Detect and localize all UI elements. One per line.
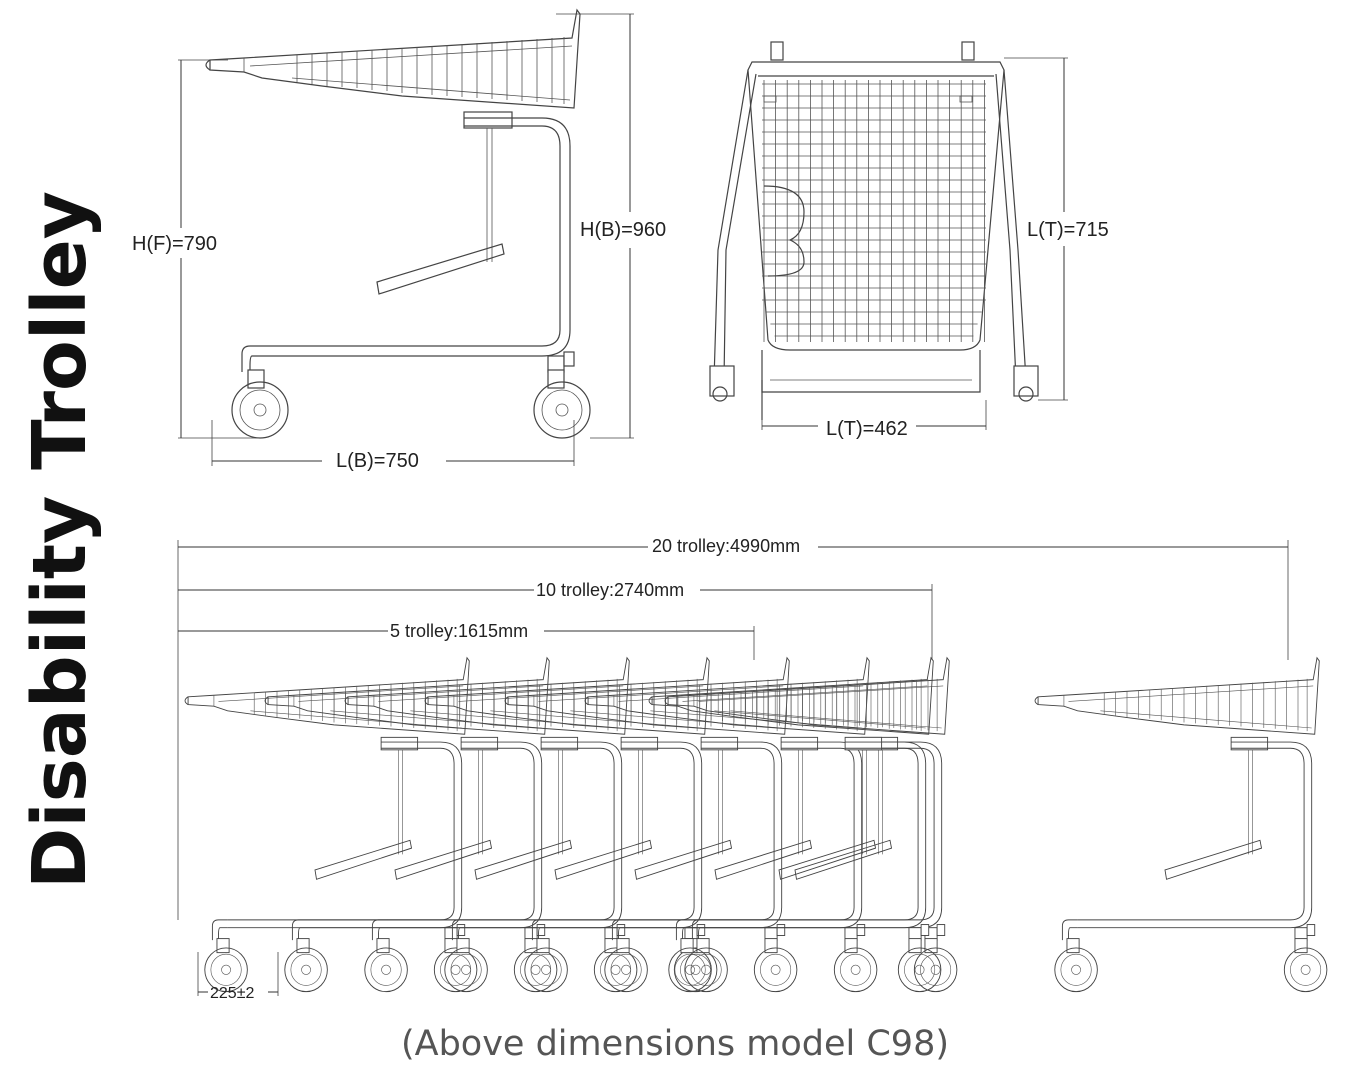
label-stack-5: 5 trolley:1615mm — [390, 621, 528, 641]
label-stack-10: 10 trolley:2740mm — [536, 580, 684, 600]
label-length-base: L(B)=750 — [336, 450, 419, 472]
label-length-top-height: L(T)=715 — [1027, 219, 1109, 241]
dimension-height-back: H(B)=960 — [556, 13, 666, 439]
side-view-trolley — [205, 9, 591, 439]
dimension-length-top-width: L(T)=462 — [761, 400, 987, 440]
stacked-trolley-6 — [584, 657, 878, 993]
front-view-trolley — [709, 41, 1039, 420]
stacked-trolley-1 — [184, 657, 478, 993]
stacked-trolley-3 — [344, 657, 638, 993]
stacked-trolley-4 — [424, 657, 718, 993]
single-trolley-right — [1034, 657, 1328, 993]
label-wheel-spacing: 225±2 — [210, 985, 254, 1002]
dimension-stack-10: 10 trolley:2740mm — [178, 580, 933, 660]
dimension-length-top-height: L(T)=715 — [1004, 57, 1109, 401]
label-length-top-width: L(T)=462 — [826, 418, 908, 440]
stacked-trolley-5 — [504, 657, 798, 993]
dimension-length-base: L(B)=750 — [211, 420, 575, 472]
caption: (Above dimensions model C98) — [400, 1024, 949, 1064]
label-stack-20: 20 trolley:4990mm — [652, 536, 800, 556]
stacked-trolleys — [184, 657, 958, 993]
dimension-stack-20: 20 trolley:4990mm — [177, 536, 1289, 920]
stacked-trolley-2 — [264, 657, 558, 993]
dimension-height-front: H(F)=790 — [132, 59, 260, 439]
label-height-front: H(F)=790 — [132, 233, 217, 255]
stacked-trolley-end — [648, 657, 942, 993]
dimension-wheel-spacing: 225±2 — [197, 952, 279, 1002]
label-height-back: H(B)=960 — [580, 219, 666, 241]
dimension-stack-5: 5 trolley:1615mm — [178, 621, 755, 660]
